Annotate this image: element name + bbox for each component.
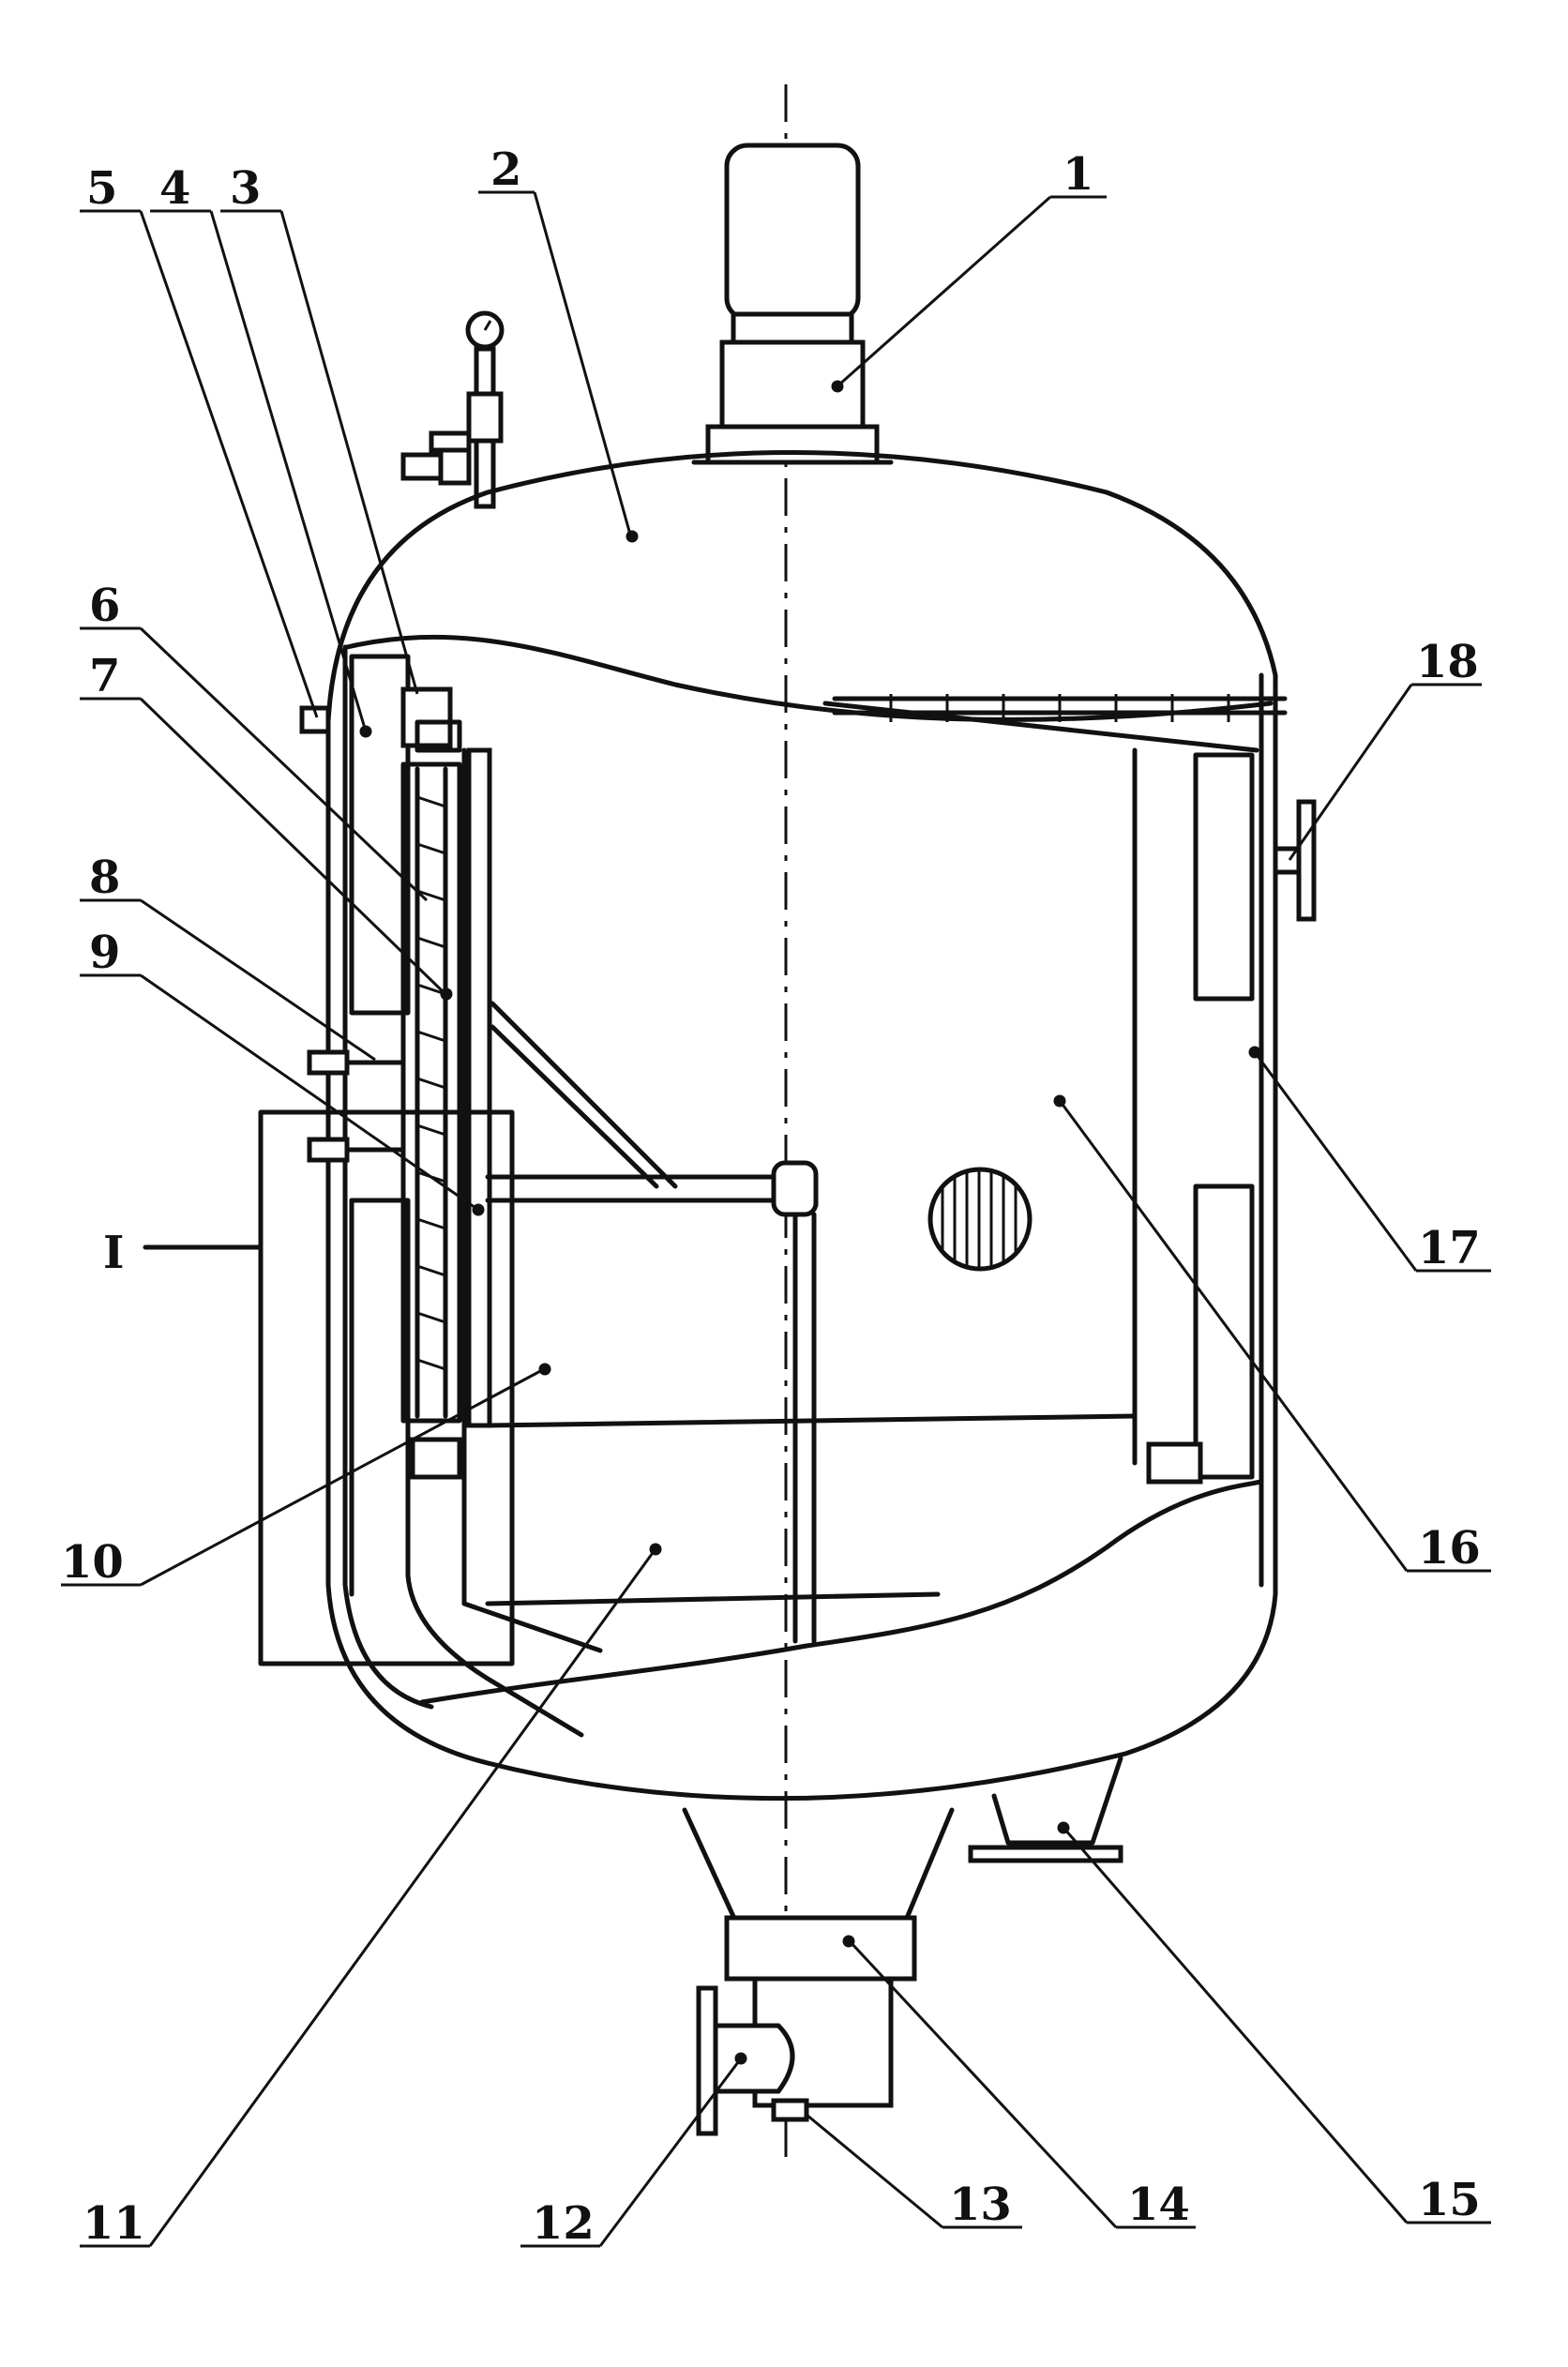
callout-2: 2: [490, 143, 521, 196]
callout-11: 11: [83, 2197, 145, 2250]
left-jacket-lower: [349, 1198, 584, 1738]
callout-7: 7: [89, 650, 120, 702]
callout-9: 9: [89, 927, 120, 979]
side-nozzle: [1273, 799, 1317, 922]
pressure-gauge: [400, 310, 505, 509]
left-jacket-upper: [349, 654, 411, 1016]
callout-8: 8: [89, 852, 120, 904]
callout-17: 17: [1418, 1222, 1481, 1274]
sight-glass: [927, 1167, 1033, 1272]
callout-4: 4: [159, 162, 190, 215]
callout-1: 1: [1063, 148, 1093, 201]
support-strut: [490, 1001, 678, 1189]
callout-13: 13: [949, 2179, 1012, 2231]
callout-14: 14: [1127, 2179, 1190, 2231]
detail-box: [258, 1109, 515, 1666]
right-jacket-upper: [1193, 752, 1255, 1002]
callout-12: 12: [532, 2197, 595, 2250]
callout-3: 3: [230, 162, 261, 215]
callout-6: 6: [89, 580, 120, 632]
inner-tank: [485, 1413, 1138, 1606]
cutaway-bottom: [419, 1479, 1264, 1705]
callout-5: 5: [86, 162, 117, 215]
outer-shell: [325, 450, 1278, 1802]
leader-lines: [61, 190, 1491, 2248]
callout-labels: 1 2 3 4 5 6 7 8 9 10 11 12 13 14 15 16 1…: [61, 143, 1481, 2250]
cutaway-top: [344, 634, 1274, 722]
heating-column: [400, 686, 603, 1653]
detail-label: I: [103, 1227, 124, 1279]
callout-15: 15: [1418, 2174, 1481, 2226]
top-rail: [822, 694, 1288, 753]
callout-10: 10: [61, 1536, 124, 1589]
callout-18: 18: [1416, 636, 1479, 688]
right-jacket-lower: [1193, 1184, 1255, 1480]
bottom-cone: [682, 1756, 1123, 2136]
dip-pipe: [485, 1160, 819, 1644]
callout-16: 16: [1418, 1522, 1481, 1575]
motor: [691, 143, 894, 465]
